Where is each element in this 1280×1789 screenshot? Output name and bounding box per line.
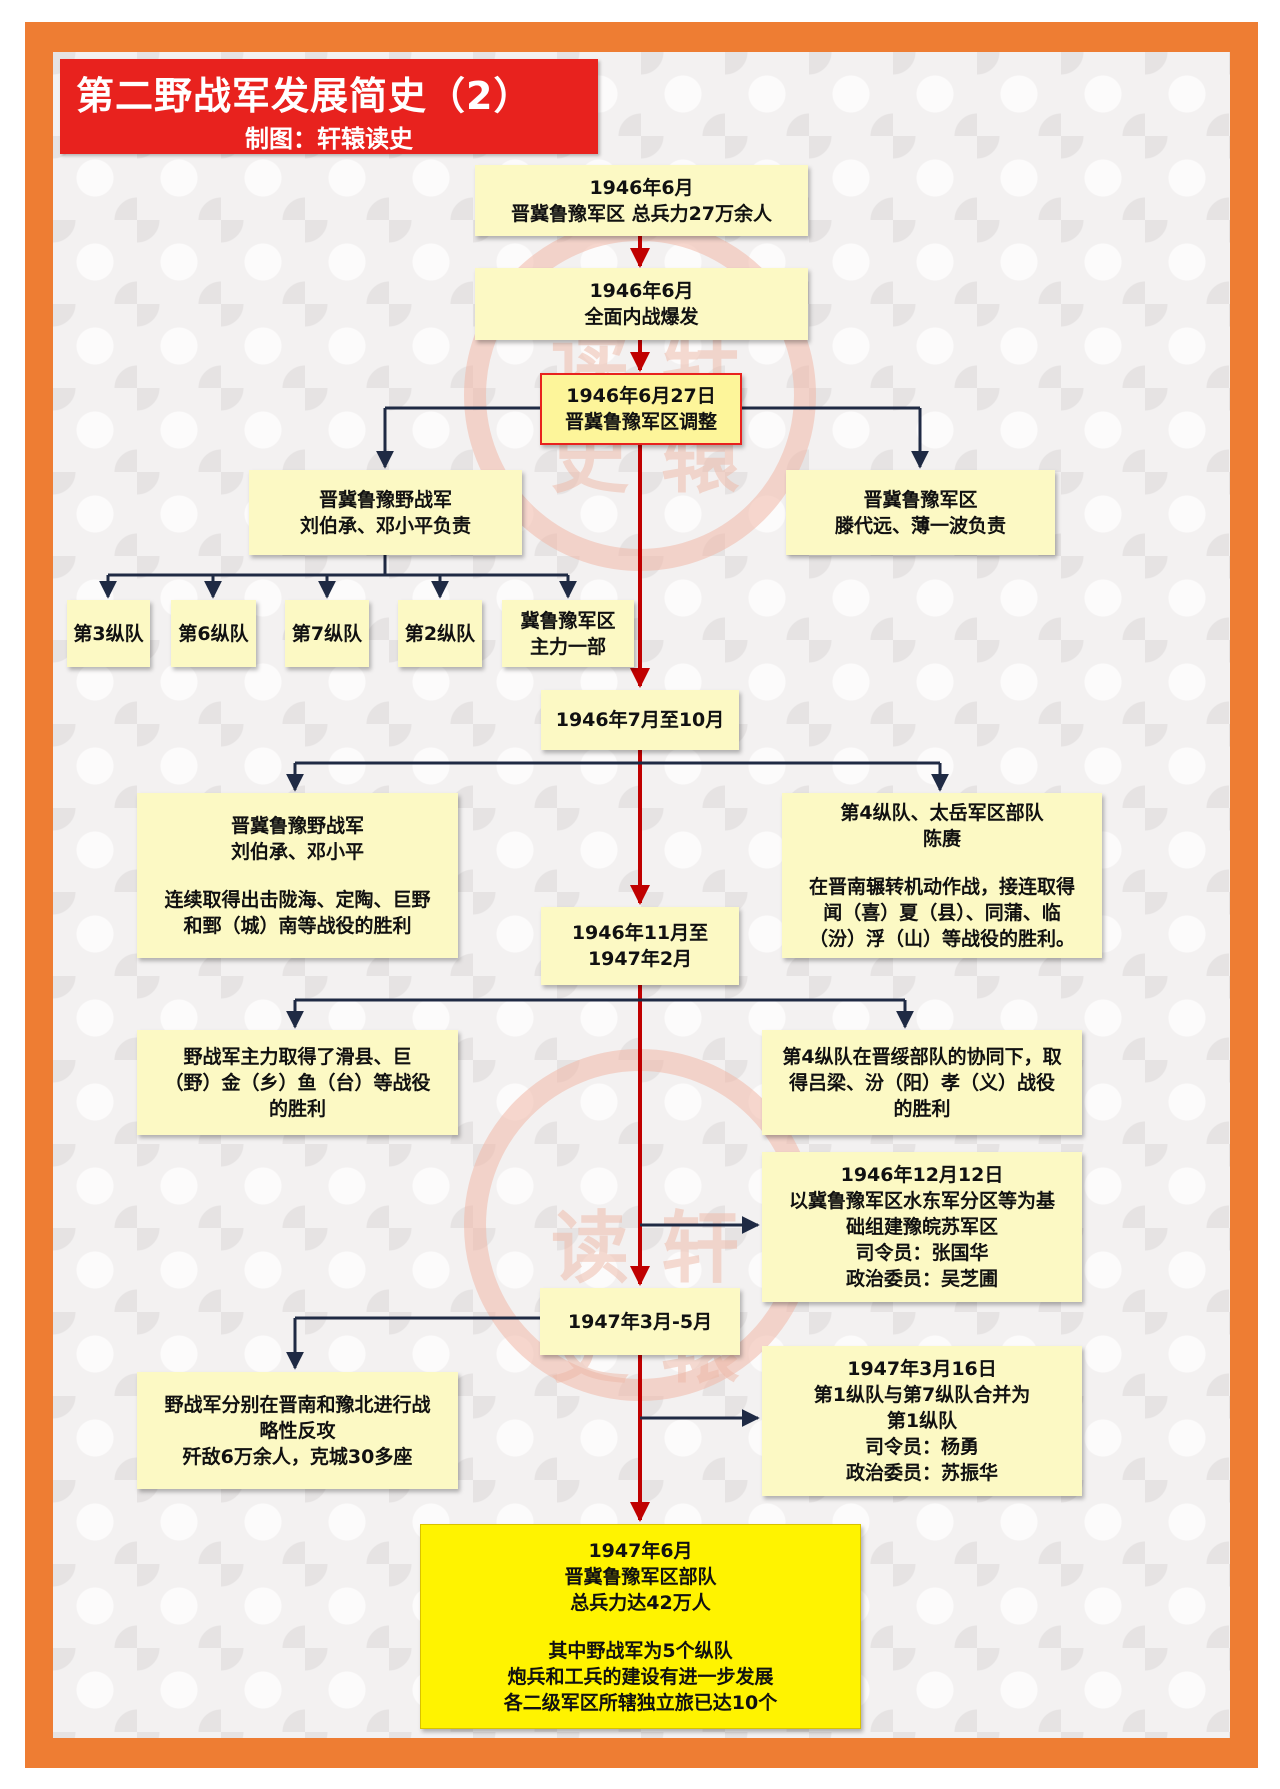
node-text-line: 1947年6月 [588,1539,693,1562]
node-text-line: 总兵力达42万人 [570,1591,711,1614]
node-text-line: 炮兵和工兵的建设有进一步发展 [507,1665,774,1688]
node-text-line: 的胜利 [893,1097,951,1120]
node-column-2: 第2纵队 [398,600,482,667]
page-credit: 制图：轩辕读史 [245,125,413,153]
node-text-line: 晋冀鲁豫军区调整 [564,411,717,433]
node-field-army: 晋冀鲁豫野战军刘伯承、邓小平负责 [249,470,522,555]
node-1947-mar-may: 1947年3月-5月 [540,1288,740,1355]
node-text-line: 的胜利 [268,1097,326,1120]
node-text-line: 第4纵队、太岳军区部队 [840,801,1044,824]
node-text-line: 1947年3月16日 [847,1358,997,1380]
node-1946-nov-1947-feb: 1946年11月至 1947年2月 [541,907,739,985]
node-text-line: 野战军分别在晋南和豫北进行战 [164,1393,431,1416]
node-text-line: 1947年3月-5月 [567,1310,713,1333]
node-text-line: 在晋南辗转机动作战，接连取得 [808,875,1075,898]
node-text-line: 晋冀鲁豫军区 [863,488,978,511]
node-text-line: 第4纵队在晋绥部队的协同下，取 [782,1045,1062,1068]
node-text-line: 第7纵队 [291,622,363,645]
node-column1-merger: 1947年3月16日第1纵队与第7纵队合并为第1纵队司令员：杨勇政治委员：苏振华 [762,1346,1082,1496]
node-right-column4-victories: 第4纵队、太岳军区部队陈赓在晋南辗转机动作战，接连取得闻（喜）夏（县）、同蒲、临… [782,793,1102,958]
node-military-region: 晋冀鲁豫军区滕代远、薄一波负责 [786,470,1055,555]
node-text-line: 第2纵队 [404,622,476,645]
node-text-line: 闻（喜）夏（县）、同蒲、临 [823,901,1061,924]
node-text-line: 础组建豫皖苏军区 [845,1216,998,1238]
node-text-line: 和鄄（城）南等战役的胜利 [183,914,412,937]
node-column-6: 第6纵队 [171,600,256,667]
node-text-line: 滕代远、薄一波负责 [834,514,1006,537]
node-civil-war-outbreak: 1946年6月全面内战爆发 [475,268,808,340]
node-text-line: 1946年12月12日 [840,1164,1004,1186]
node-column-3: 第3纵队 [67,600,150,667]
node-text-line: 政治委员：苏振华 [845,1462,998,1484]
node-text-line: 1946年6月 [589,176,694,199]
node-text-line: 第1纵队与第7纵队合并为 [813,1384,1031,1406]
node-column-7: 第7纵队 [285,600,369,667]
node-text-line: 第6纵队 [178,622,249,645]
node-text-line: 歼敌6万余人，克城30多座 [182,1445,413,1468]
node-text-line: （汾）浮（山）等战役的胜利。 [808,927,1075,950]
node-text-line: 晋冀鲁豫野战军 [230,814,364,837]
node-jilu-main-force: 冀鲁豫军区主力一部 [502,600,634,667]
node-right-lvliang-victory: 第4纵队在晋绥部队的协同下，取得吕梁、汾（阳）孝（义）战役的胜利 [762,1030,1082,1135]
node-text-line: 1946年6月 [589,280,694,302]
node-1946-jul-oct: 1946年7月至10月 [541,690,739,750]
title-banner: 第二野战军发展简史（2） 制图：轩辕读史 [60,59,598,154]
node-text-line: 全面内战爆发 [584,306,699,328]
node-text-line: 1946年7月至10月 [555,709,725,731]
node-text-line: 野战军主力取得了滑县、巨 [183,1045,412,1068]
node-text-line: 连续取得出击陇海、定陶、巨野 [164,888,431,911]
node-1947-june-total: 1947年6月晋冀鲁豫军区部队总兵力达42万人其中野战军为5个纵队炮兵和工兵的建… [420,1524,861,1729]
node-text-line: 冀鲁豫军区 [520,609,616,632]
node-text-line: 第1纵队 [886,1410,958,1432]
node-text-line: 其中野战军为5个纵队 [548,1639,733,1662]
node-text-line: 陈赓 [922,827,961,850]
node-text-line: 刘伯承、邓小平负责 [299,514,471,537]
node-text-line: 以冀鲁豫军区水东军分区等为基 [788,1190,1055,1212]
node-left-field-army-victories: 晋冀鲁豫野战军刘伯承、邓小平连续取得出击陇海、定陶、巨野和鄄（城）南等战役的胜利 [137,793,458,958]
node-text-line: （野）金（乡）鱼（台）等战役 [164,1071,431,1094]
node-left-huaxian-victory: 野战军主力取得了滑县、巨 （野）金（乡）鱼（台）等战役的胜利 [137,1030,458,1135]
node-region-adjustment: 1946年6月27日晋冀鲁豫军区调整 [540,373,742,445]
node-text-line: 1946年6月27日 [566,385,716,407]
node-text-line: 各二级军区所辖独立旅已达10个 [503,1691,778,1714]
node-text-line: 刘伯承、邓小平 [230,840,364,863]
node-left-counteroffensive: 野战军分别在晋南和豫北进行战略性反攻歼敌6万余人，克城30多座 [137,1372,458,1489]
node-text-line: 得吕梁、汾（阳）孝（义）战役 [788,1071,1055,1094]
node-text-line: 1947年2月 [587,948,693,970]
node-text-line: 政治委员：吴芝圃 [845,1268,998,1290]
node-text-line: 略性反攻 [259,1419,336,1442]
node-1946-june-total: 1946年6月晋冀鲁豫军区 总兵力27万余人 [475,165,808,236]
node-text-line: 第3纵队 [73,622,144,645]
node-text-line: 主力一部 [529,635,606,658]
node-text-line: 晋冀鲁豫军区部队 [564,1565,717,1588]
node-text-line: 1946年11月至 [571,922,709,944]
node-text-line: 司令员：张国华 [855,1242,989,1264]
node-text-line: 司令员：杨勇 [864,1436,979,1458]
page-title: 第二野战军发展简史（2） [76,74,533,118]
node-text-line: 晋冀鲁豫野战军 [318,488,452,511]
node-text-line: 晋冀鲁豫军区 总兵力27万余人 [510,202,773,225]
node-yuwansu-region: 1946年12月12日以冀鲁豫军区水东军分区等为基础组建豫皖苏军区司令员：张国华… [762,1152,1082,1302]
